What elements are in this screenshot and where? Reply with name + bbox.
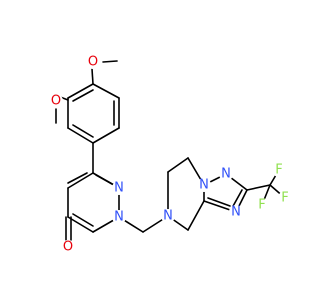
bond — [72, 213, 94, 227]
bond — [67, 172, 88, 184]
atom-oxygen: O — [86, 55, 100, 70]
bond — [67, 83, 94, 99]
atom-fluorine: F — [278, 191, 292, 206]
atom-fluorine: F — [272, 163, 286, 178]
atom-nitrogen: N — [161, 209, 175, 224]
atom-oxygen: O — [61, 240, 75, 255]
atom-nitrogen: N — [112, 210, 126, 225]
bond — [187, 200, 205, 231]
atom-label-n: N — [163, 209, 173, 224]
atom-label-o: O — [63, 240, 73, 255]
molecule-structure: O O O N N N N N — [49, 54, 292, 255]
atom-label-f: F — [275, 163, 282, 178]
molecule-canvas: O O O N N N N N — [49, 54, 292, 255]
bond — [95, 174, 115, 186]
bond — [167, 157, 189, 173]
bond — [92, 127, 120, 144]
atom-label-n: N — [199, 178, 209, 193]
bond — [72, 89, 94, 102]
bond — [246, 184, 271, 191]
atom-label-n: N — [221, 167, 231, 182]
atom-label-o: O — [88, 55, 98, 70]
bond-lines — [54, 60, 286, 241]
atom-label-f: F — [258, 198, 265, 213]
bond — [207, 197, 231, 207]
atom-nitrogen: N — [229, 205, 243, 220]
atom-nitrogen: N — [219, 167, 233, 182]
atom-label-f: F — [281, 191, 288, 206]
bond — [67, 216, 94, 233]
atom-fluorine: F — [255, 198, 269, 213]
atom-nitrogen: N — [112, 181, 126, 196]
bond — [67, 127, 94, 144]
bond — [231, 189, 243, 209]
atom-labels: O O O N N N N N — [49, 55, 292, 255]
bond — [72, 124, 94, 138]
atom-nitrogen: N — [197, 178, 211, 193]
bond — [67, 172, 94, 189]
atom-label-n: N — [114, 181, 124, 196]
bond — [91, 68, 94, 85]
atom-label-n: N — [231, 205, 241, 220]
bond — [92, 83, 120, 99]
atom-oxygen: O — [49, 94, 63, 109]
atom-label-n: N — [114, 210, 124, 225]
atom-label-o: O — [51, 94, 61, 109]
bond — [102, 60, 118, 63]
